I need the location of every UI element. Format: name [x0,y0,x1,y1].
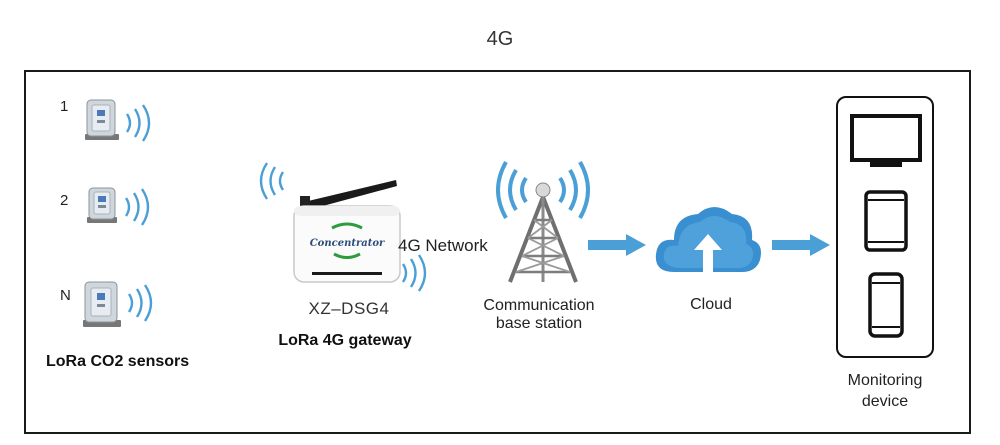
base-station-caption-line2: base station [495,315,583,332]
cloud-caption: Cloud [690,296,732,313]
sensor-icon [87,187,117,223]
arrow-right-icon [588,234,646,256]
phone-icon [868,272,904,338]
signal-waves-icon [259,162,285,200]
gateway-device-text: Concentrator [309,238,385,249]
signal-waves-icon [401,254,427,292]
sensors-caption: LoRa CO2 sensors [46,353,190,370]
gateway-model: XZ–DSG4 [308,299,390,318]
tablet-icon [864,190,908,252]
signal-waves-icon [127,284,153,322]
sensor-label-n: N [60,287,71,304]
signal-waves-icon [124,188,150,226]
gateway-caption: LoRa 4G gateway [278,332,412,349]
base-station-caption-line1: Communication [483,297,595,314]
diagram-frame [24,70,971,434]
sensor-label-1: 1 [60,98,69,115]
monitoring-device-box [836,96,934,358]
monitor-icon [850,114,922,167]
sensor-icon [85,99,119,140]
arrow-right-icon [772,234,830,256]
sensor-label-2: 2 [60,192,69,209]
signal-waves-icon [125,104,151,142]
gateway-icon [293,180,401,283]
monitoring-caption-line1: Monitoring [847,372,923,389]
diagram-title: 4G [486,28,514,50]
cloud-upload-icon [655,207,761,272]
network-label: 4G Network [398,236,488,255]
tower-icon [496,161,590,283]
sensor-icon [83,281,121,327]
monitoring-caption-line2: device [861,393,909,410]
